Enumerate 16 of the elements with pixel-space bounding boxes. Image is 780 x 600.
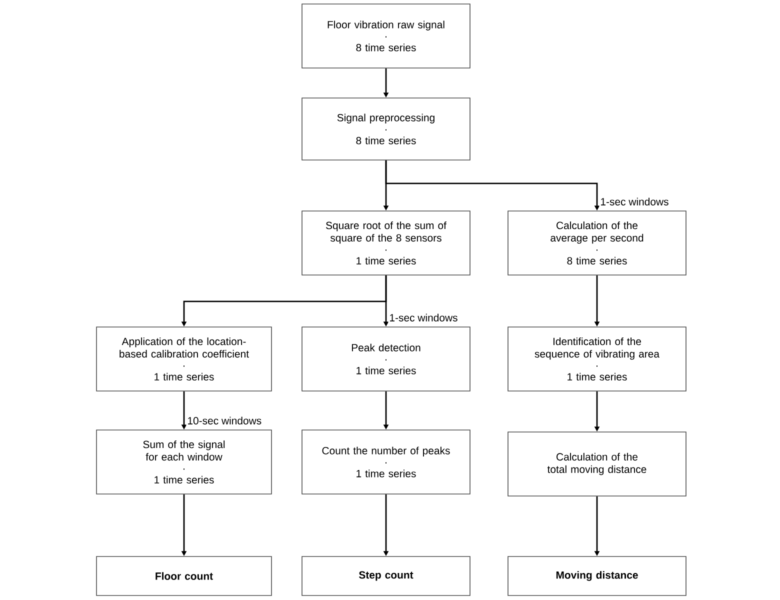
process-box: Square root of the sum of square of the 8 sensors · 1 time series	[302, 210, 470, 276]
result-box: Step count	[302, 556, 470, 596]
process-box: Calculation of the average per second · 8 time series	[508, 210, 686, 276]
process-box: Signal preprocessing · 8 time series	[302, 98, 470, 160]
edge-label: 1-sec windows	[599, 196, 670, 206]
process-box: Identification of the sequence of vibrating area · 1 time series	[508, 326, 686, 392]
process-box: Sum of the signal for each window · 1 time series	[96, 430, 272, 494]
process-box: Floor vibration raw signal · 8 time series	[302, 4, 470, 68]
process-box: Peak detection · 1 time series	[302, 326, 470, 392]
result-box: Moving distance	[508, 556, 686, 596]
edge-label: 10-sec windows	[186, 416, 263, 426]
process-box: Application of the location-based calibration coefficient · 1 time series	[96, 326, 272, 392]
process-box: Calculation of the total moving distance	[508, 432, 686, 496]
edge-label: 1-sec windows	[388, 312, 459, 322]
process-box: Count the number of peaks · 1 time series	[302, 430, 470, 494]
result-box: Floor count	[96, 556, 272, 596]
